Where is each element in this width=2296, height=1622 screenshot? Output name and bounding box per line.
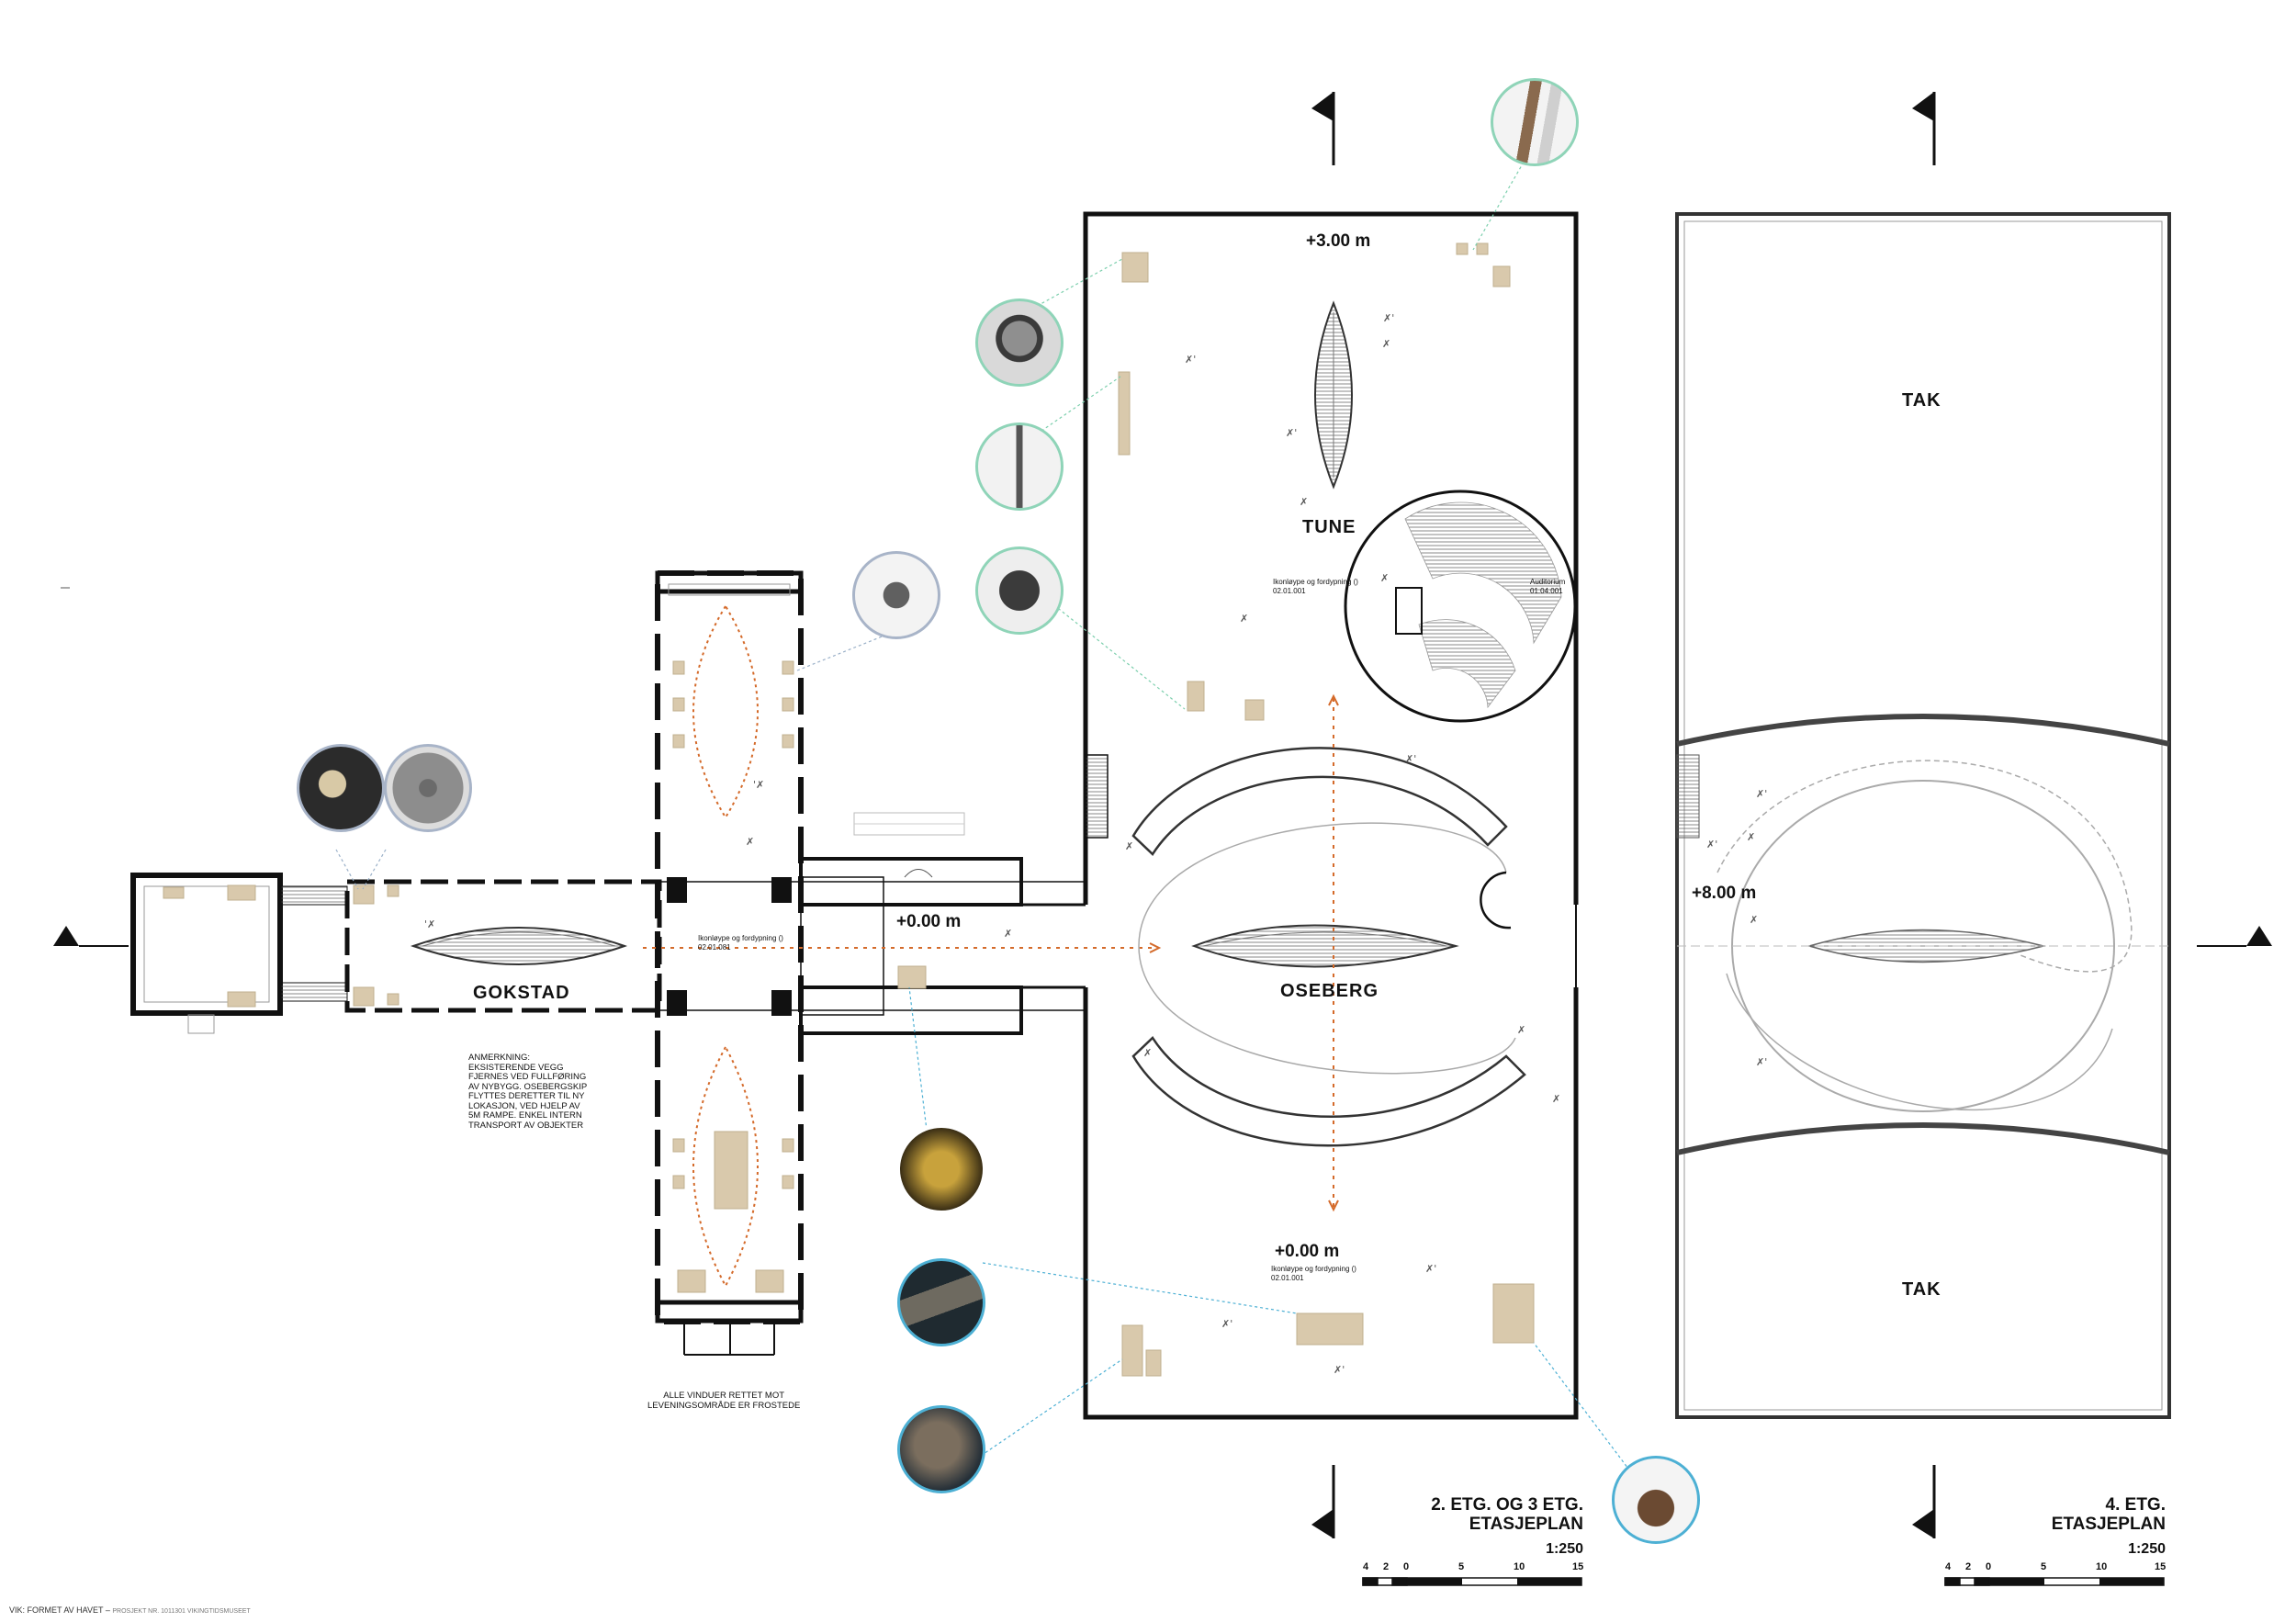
svg-text:✗ꞌ: ✗ꞌ (1185, 354, 1196, 366)
tools-artifact-icon[interactable] (852, 551, 940, 639)
gokstad-wing (130, 873, 1084, 1034)
main-building-outline (1083, 211, 1579, 1420)
textile-artifact-icon[interactable] (897, 1405, 985, 1493)
north-flag-icon (1912, 92, 1936, 165)
elevation-label-south: +0.00 m (1275, 1242, 1340, 1261)
person-figure-icons: ꞌ✗ ꞌ✗ ✗ ✗ꞌ ✗ꞌ ✗ ✗ꞌ ✗ ✗ ✗ ✗ꞌ ✗ ✗ ✗ ✗ ✗ꞌ ✗ꞌ ✗ꞌ ✗ ✗ꞌ ✗ ✗ꞌ… (424, 312, 1767, 1376)
svg-text:✗ꞌ: ✗ꞌ (1334, 1364, 1345, 1376)
auditorium (1344, 490, 1577, 723)
svg-text:✗: ✗ (1143, 1047, 1152, 1059)
scale-tick: 0 (1986, 1561, 1992, 1572)
helmet-artifact-icon[interactable] (975, 298, 1064, 387)
footer-project-label: VIK: FORMET AV HAVET – PROSJEKT NR. 1011… (9, 1605, 251, 1615)
svg-text:✗ꞌ: ✗ꞌ (1756, 788, 1767, 800)
sword-artifact-icon[interactable] (975, 422, 1064, 511)
svg-text:✗: ✗ (746, 836, 754, 848)
cart-artifact-icon[interactable] (1612, 1456, 1700, 1544)
elevation-label-fourth: +8.00 m (1692, 884, 1757, 903)
scale-tick: 15 (1572, 1561, 1584, 1572)
svg-text:✗: ✗ (1750, 914, 1758, 926)
scale-tick: 2 (1965, 1561, 1972, 1572)
fourth-floor-plan (1675, 212, 2171, 1419)
svg-text:✗: ✗ (1747, 831, 1755, 843)
vinduer-note: ALLE VINDUER RETTET MOT LEVENINGSOMRÅDE … (647, 1391, 801, 1411)
scale-bar-right (1944, 1577, 2165, 1586)
svg-text:✗ꞌ: ✗ꞌ (1706, 839, 1717, 850)
svg-text:✗: ✗ (1552, 1093, 1560, 1105)
gokstad-ship (410, 927, 628, 965)
display-cases (163, 242, 1535, 1377)
route-label-tune: Ikonløype og fordypning () 02.01.001 (1273, 578, 1358, 595)
svg-text:✗ꞌ: ✗ꞌ (1221, 1318, 1232, 1330)
jewelry-artifact-icon[interactable] (897, 1125, 985, 1213)
north-flag-icon (1912, 1465, 1936, 1538)
elevation-label-center: +0.00 m (896, 912, 962, 931)
oseberg-ship (1191, 924, 1459, 968)
scale-tick: 5 (1458, 1561, 1465, 1572)
route-label-south: Ikonløype og fordypning () 02.01.001 (1271, 1265, 1356, 1282)
svg-text:✗ꞌ: ✗ꞌ (1405, 753, 1416, 765)
svg-text:✗ꞌ: ✗ꞌ (1286, 427, 1297, 439)
scale-tick: 10 (1514, 1561, 1525, 1572)
svg-text:✗: ✗ (1125, 840, 1133, 852)
route-label-center: Ikonløype og fordypning () 02.01.081 (698, 934, 783, 952)
carving-artifact-icon[interactable] (897, 1258, 985, 1346)
triangle-arrow-icons (53, 926, 2272, 947)
scale-tick: 4 (1363, 1561, 1369, 1572)
room-label-tune: TUNE (1302, 517, 1356, 537)
scale-tick: 4 (1945, 1561, 1952, 1572)
svg-text:ꞌ✗: ꞌ✗ (753, 779, 764, 791)
oseberg-ring (1131, 747, 1526, 1147)
plan-title-left: 2. ETG. OG 3 ETG. ETASJEPLAN 1:250 (1431, 1495, 1583, 1557)
triangle-arrow-icon (53, 926, 129, 947)
chainmail-artifact-icon[interactable] (975, 546, 1064, 635)
scale-tick: 10 (2096, 1561, 2108, 1572)
room-label-gokstad: GOKSTAD (473, 983, 570, 1003)
svg-text:✗ꞌ: ✗ꞌ (1383, 312, 1394, 324)
elevation-label-tune: +3.00 m (1306, 231, 1371, 251)
svg-text:✗ꞌ: ✗ꞌ (1756, 1056, 1767, 1068)
bones-artifact-icon[interactable] (297, 744, 385, 832)
north-flag-icons (1311, 92, 1936, 1538)
svg-text:✗: ✗ (1382, 338, 1390, 350)
scale-bar-left (1362, 1577, 1582, 1586)
triangle-arrow-icon (2197, 926, 2272, 947)
room-label-tak-lower: TAK (1902, 1279, 1941, 1300)
north-flag-icon (1311, 92, 1335, 165)
auditorium-label: Auditorium 01.04.001 (1530, 578, 1566, 595)
svg-text:✗: ✗ (1517, 1024, 1525, 1036)
scale-tick: 5 (2041, 1561, 2047, 1572)
plan-title-right: 4. ETG. ETASJEPLAN 1:250 (2051, 1495, 2166, 1557)
anmerkning-note: ANMERKNING: EKSISTERENDE VEGG FJERNES VE… (468, 1053, 588, 1131)
runestone-artifact-icon[interactable] (1491, 78, 1579, 166)
scale-tick: 15 (2155, 1561, 2167, 1572)
shield-artifact-icon[interactable] (384, 744, 472, 832)
svg-text:✗: ✗ (1240, 613, 1248, 625)
scale-tick: 2 (1383, 1561, 1390, 1572)
room-label-oseberg: OSEBERG (1280, 981, 1379, 1001)
cross-wing (655, 570, 804, 1356)
north-flag-icon (1311, 1465, 1335, 1538)
room-label-tak-upper: TAK (1902, 390, 1941, 411)
svg-text:✗: ✗ (1300, 496, 1308, 508)
scale-tick: 0 (1403, 1561, 1410, 1572)
vertical-route (1328, 693, 1339, 1212)
svg-text:✗: ✗ (1380, 572, 1389, 584)
svg-text:✗ꞌ: ✗ꞌ (1425, 1263, 1436, 1275)
tune-ship (1314, 300, 1353, 490)
svg-text:✗: ✗ (1004, 928, 1012, 940)
svg-text:ꞌ✗: ꞌ✗ (424, 918, 435, 930)
